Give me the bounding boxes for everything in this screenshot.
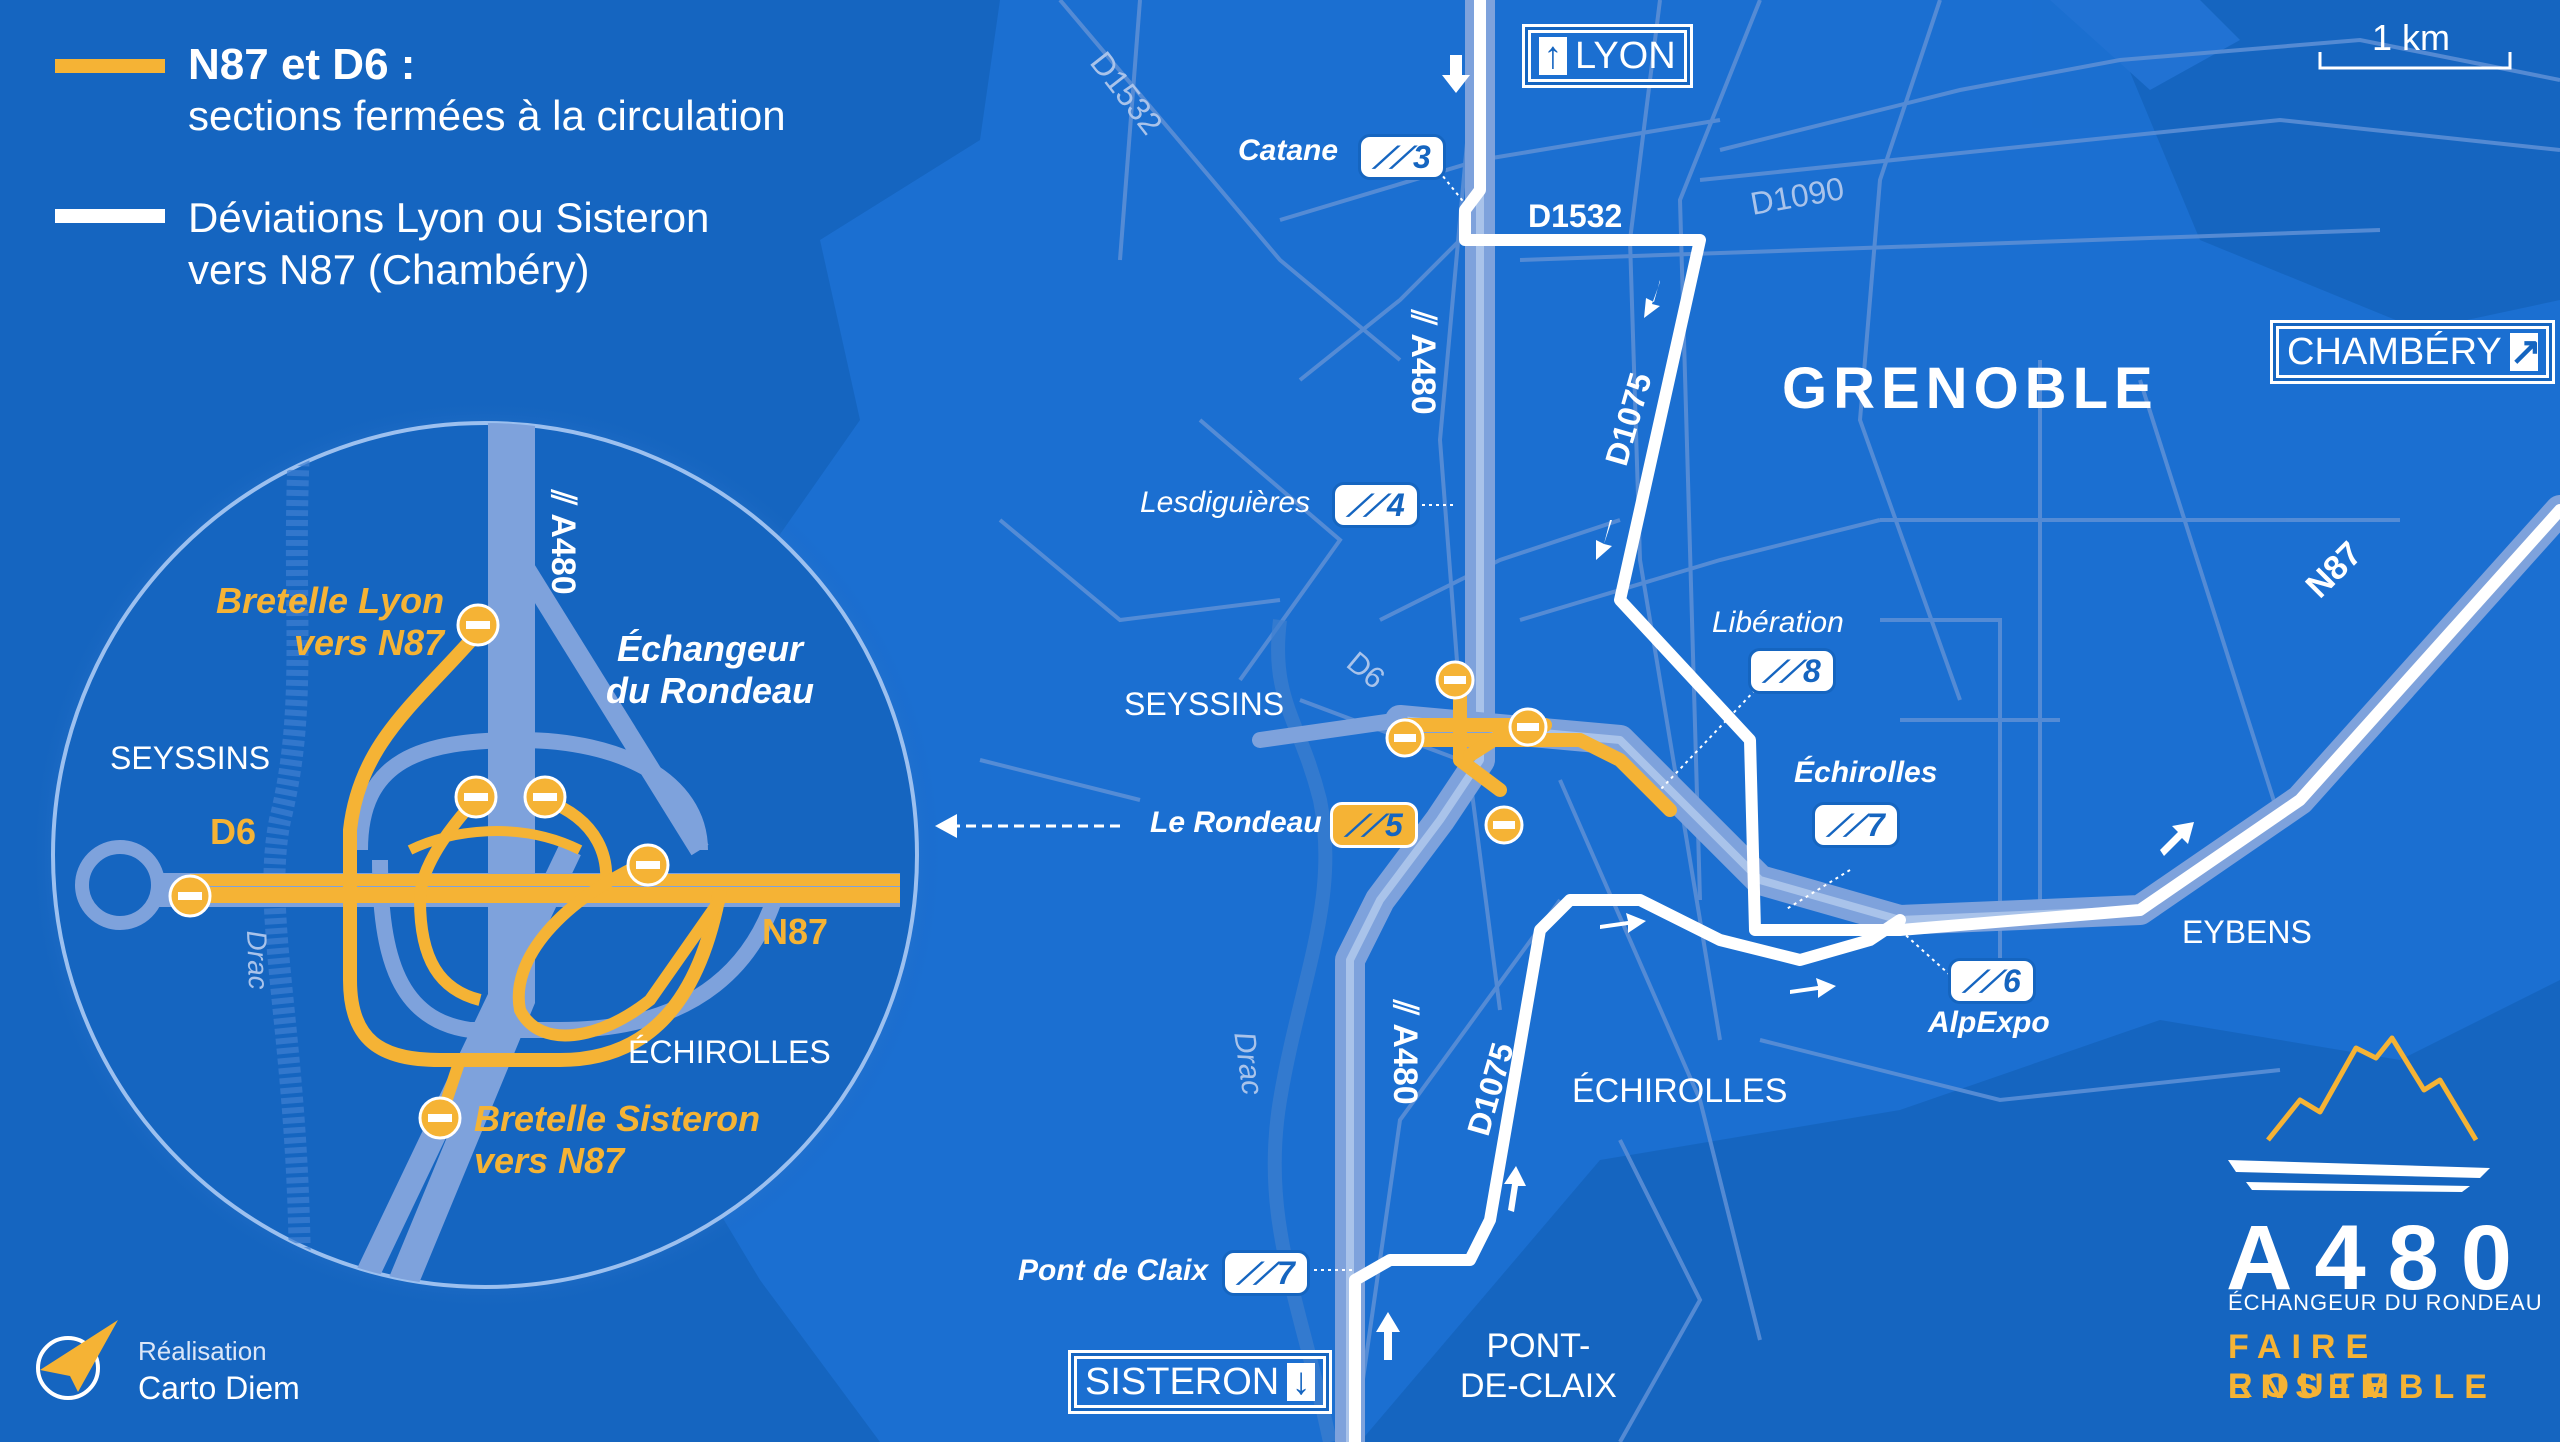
exit-6-badge: ⟋⟋6 [1948,958,2036,1004]
brand-slogan-1: FAIRE ROUTE [2228,1328,2397,1405]
exit-8-number: 8 [1803,653,1821,689]
inset-echangeur: Échangeur du Rondeau [606,628,814,712]
direction-lyon: ↑LYON [1522,24,1693,88]
exit-icon: ⟋⟋ [1963,966,2001,999]
exit-icon: ⟋⟋ [1345,810,1383,843]
inset-bretelle-sisteron-2: vers N87 [474,1140,625,1181]
exit-icon: ⟋⟋ [1827,810,1865,843]
legend-detour-line1: Déviations Lyon ou Sisteron [188,194,710,241]
exit-7-pont-number: 7 [1277,1255,1295,1291]
arrow-northeast-icon: ↗ [2509,331,2542,373]
exit-3-badge: ⟋⟋3 [1358,134,1446,180]
inset-seyssins: SEYSSINS [110,740,271,776]
exit-7-echirolles-number: 7 [1867,807,1885,843]
inset-d6: D6 [210,811,257,852]
legend-detour: Déviations Lyon ou Sisteron vers N87 (Ch… [188,192,709,296]
direction-chambery-label: CHAMBÉRY [2287,331,2502,373]
exit-7-echirolles-badge: ⟋⟋7 [1812,802,1900,848]
inset-a480-text: A480 [544,513,582,595]
legend-closed-desc: sections fermées à la circulation [188,92,786,139]
exit-icon: ⟋⟋ [1347,490,1385,523]
exit-4-badge: ⟋⟋4 [1332,482,1420,528]
place-pont-de-claix-1: PONT- [1486,1327,1591,1365]
direction-chambery: CHAMBÉRY↗ [2270,320,2555,384]
arrow-up-icon: ↑ [1539,37,1567,75]
direction-lyon-label: LYON [1575,35,1676,77]
inset-a480: ⫽ A480 [544,490,582,595]
place-grenoble: GRENOBLE [1782,356,2159,421]
brand-slogan-2: ENSEMBLE [2228,1368,2497,1406]
brand-deck [2228,1160,2490,1192]
exit-5-badge: ⟋⟋5 [1330,802,1418,848]
direction-sisteron-label: SISTERON [1085,1361,1280,1403]
exit-icon: ⟋⟋ [1373,142,1411,175]
urban-zones [640,0,2560,1442]
exit-8-name: Libération [1712,606,1844,639]
place-seyssins: SEYSSINS [1124,686,1285,722]
scale-label: 1 km [2372,17,2451,58]
exit-4-number: 4 [1387,487,1405,523]
exit-4-name: Lesdiguières [1140,486,1311,519]
exit-5-number: 5 [1385,807,1403,843]
legend-closed-title: N87 et D6 : [188,40,416,89]
place-pont-de-claix-2: DE-CLAIX [1460,1367,1617,1405]
detour-routes [1349,0,2560,1442]
exit-icon: ⟋⟋ [1237,1258,1275,1291]
scale-bar [2318,52,2512,70]
credit-line2: Carto Diem [138,1370,300,1406]
inset-n87: N87 [762,911,829,952]
credit-compass-icon [36,1320,118,1400]
motorway-icon: ⫽ [1404,310,1442,334]
road-label-a480-south-text: A480 [1386,1023,1424,1105]
inset-zoom [30,400,940,1310]
exit-6-number: 6 [2003,963,2021,999]
exit-8-badge: ⟋⟋8 [1748,648,1836,694]
motorway-icon: ⫽ [544,490,582,514]
inset-bretelle-lyon-2: vers N87 [293,622,445,663]
closure-markers-main [1385,660,1548,845]
inset-echangeur-2: du Rondeau [606,670,814,711]
inset-echangeur-1: Échangeur [616,628,804,669]
inset-bretelle-lyon: Bretelle Lyon vers N87 [216,580,444,664]
road-label-a480-north-text: A480 [1404,333,1442,415]
direction-sisteron: SISTERON↓ [1068,1350,1333,1414]
exit-3-name: Catane [1238,134,1339,167]
exit-6-name: AlpExpo [1928,1006,2050,1039]
credit-line1: Réalisation [138,1336,267,1366]
river-label-drac: Drac [1227,1029,1269,1098]
exit-icon: ⟋⟋ [1763,656,1801,689]
inset-echirolles: ÉCHIROLLES [628,1034,831,1070]
brand-mountain-logo [2266,1035,2479,1142]
place-pont-de-claix: PONT- DE-CLAIX [1460,1326,1617,1406]
closure-markers-inset [168,603,670,1140]
road-label-d1532: D1532 [1528,198,1623,234]
exit-3-number: 3 [1413,139,1431,175]
motorway-icon: ⫽ [1386,1000,1424,1024]
brand-subtitle: ÉCHANGEUR DU RONDEAU [2228,1290,2543,1315]
exit-7-pont-badge: ⟋⟋7 [1222,1250,1310,1296]
exit-7-echirolles-name: Échirolles [1794,756,1938,789]
road-label-a480-north: ⫽ A480 [1404,310,1442,415]
inset-bretelle-sisteron-1: Bretelle Sisteron [474,1098,761,1139]
road-label-a480-south: ⫽ A480 [1386,1000,1424,1105]
place-echirolles: ÉCHIROLLES [1572,1072,1788,1110]
legend-swatches [55,59,165,223]
inset-bretelle-lyon-1: Bretelle Lyon [216,580,445,621]
inset-pointer [935,814,1120,838]
brand-title: A480 [2226,1207,2534,1309]
legend-detour-line2: vers N87 (Chambéry) [188,246,590,293]
inset-bretelle-sisteron: Bretelle Sisteron vers N87 [474,1098,760,1182]
arrow-down-icon: ↓ [1287,1363,1316,1401]
exit-7-pont-name: Pont de Claix [1018,1254,1209,1287]
inset-drac: Drac [241,929,275,991]
exit-5-name: Le Rondeau [1150,806,1322,839]
place-eybens: EYBENS [2182,914,2312,950]
detour-direction-arrows [1376,55,2194,1360]
